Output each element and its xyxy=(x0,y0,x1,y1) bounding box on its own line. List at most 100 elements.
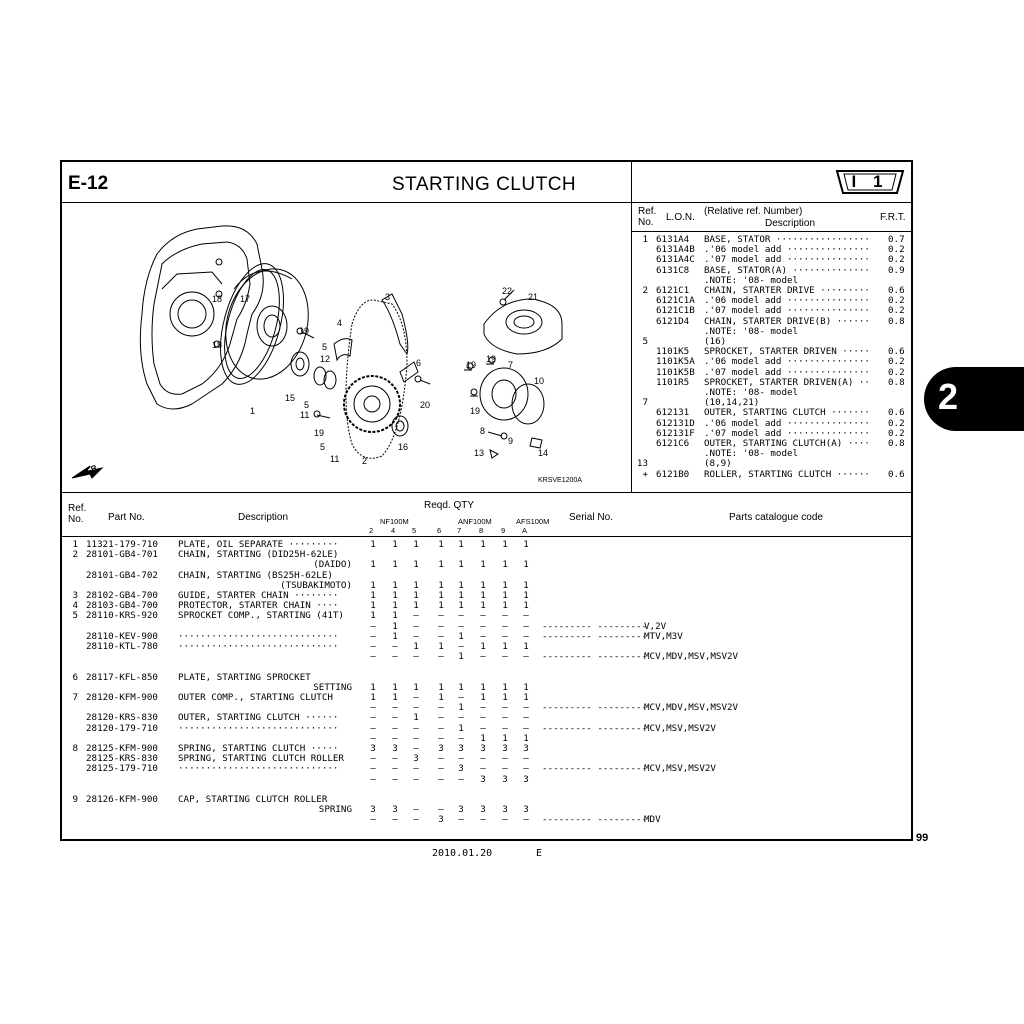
row-qty: 3 xyxy=(480,743,486,754)
row-qty: 1 xyxy=(502,539,508,550)
row-qty: 1 xyxy=(438,539,444,550)
ref-frt: 0.9 xyxy=(888,264,905,276)
row-description: OUTER COMP., STARTING CLUTCH xyxy=(178,692,333,703)
row-qty: – xyxy=(370,753,376,765)
row-qty: – xyxy=(502,722,508,734)
row-qty: 1 xyxy=(480,681,486,693)
parts-header-refno: Ref. No. xyxy=(68,503,87,525)
row-catalogue-code: V,2V xyxy=(644,620,667,632)
ref-lon: 6131A4 xyxy=(656,234,690,245)
row-qty: – xyxy=(458,692,464,703)
row-qty: – xyxy=(502,763,508,775)
row-qty: – xyxy=(413,610,419,622)
ref-row: 6121C1A.'06 model add ···············0.2 xyxy=(634,295,910,307)
row-qty: – xyxy=(370,732,376,744)
row-qty: 1 xyxy=(523,692,529,703)
row-description: SPROCKET COMP., STARTING (41T) xyxy=(178,610,344,622)
row-part-no: 11321-179-710 xyxy=(86,539,158,550)
callout-label: 13 xyxy=(474,448,484,458)
parts-row: –––3––––--------- ---------MDV xyxy=(62,815,822,825)
callout-label: 14 xyxy=(538,448,548,458)
row-description: SPRING, STARTING CLUTCH ····· xyxy=(178,743,339,754)
callout-label: 18 xyxy=(212,340,222,350)
ref-lon: 612131D xyxy=(656,417,695,429)
row-description: ····························· xyxy=(178,630,339,642)
ref-desc: OUTER, STARTING CLUTCH ······· xyxy=(704,407,870,419)
row-qty: – xyxy=(413,814,419,826)
ref-table-divider xyxy=(631,162,632,492)
parts-row: 28120-179-710···························… xyxy=(62,722,822,734)
ref-desc: CHAIN, STARTER DRIVE(B) ······ xyxy=(704,315,870,327)
row-qty: – xyxy=(523,610,529,622)
row-qty: – xyxy=(502,651,508,663)
row-description: ····························· xyxy=(178,641,339,652)
row-part-no: 28101-GB4-702 xyxy=(86,569,158,581)
parts-page-frame: E-12 STARTING CLUTCH I 1 xyxy=(60,160,913,841)
row-qty: – xyxy=(480,610,486,622)
row-qty: – xyxy=(413,630,419,642)
row-qty: 1 xyxy=(438,681,444,693)
row-qty: – xyxy=(458,732,464,744)
row-serial: --------- --------- xyxy=(542,630,648,642)
row-qty: – xyxy=(370,763,376,775)
row-description: PROTECTOR, STARTER CHAIN ···· xyxy=(178,600,339,612)
row-serial: --------- --------- xyxy=(542,814,648,826)
row-qty: 1 xyxy=(502,641,508,652)
row-qty: – xyxy=(438,732,444,744)
row-qty: – xyxy=(438,651,444,663)
row-catalogue-code: MCV,MDV,MSV,MSV2V xyxy=(644,651,739,663)
ref-desc: .'07 model add ··············· xyxy=(704,254,870,266)
row-qty: 1 xyxy=(392,539,398,550)
row-qty: – xyxy=(523,722,529,734)
row-part-no: 28101-GB4-701 xyxy=(86,549,158,561)
ref-desc: .NOTE: '08- model xyxy=(704,325,799,337)
row-catalogue-code: MCV,MSV,MSV2V xyxy=(644,763,716,775)
row-qty: – xyxy=(502,712,508,724)
row-qty: 1 xyxy=(370,681,376,693)
row-qty: – xyxy=(480,763,486,775)
section-tab xyxy=(924,367,1024,431)
ref-desc: CHAIN, STARTER DRIVE ········· xyxy=(704,285,870,296)
ref-lon: 1101R5 xyxy=(656,376,690,388)
row-qty: 1 xyxy=(392,620,398,632)
ref-lon: 6121C6 xyxy=(656,438,690,449)
row-qty: 1 xyxy=(523,590,529,601)
parts-row: ––––1–––--------- ---------MCV,MDV,MSV,M… xyxy=(62,651,822,663)
row-qty: 1 xyxy=(438,579,444,591)
row-qty: – xyxy=(370,712,376,724)
callout-label: 5 xyxy=(320,442,325,452)
row-qty: – xyxy=(413,722,419,734)
footer-letter: E xyxy=(536,848,543,859)
row-description: CHAIN, STARTING (DID25H-62LE) xyxy=(178,549,339,561)
row-qty: 3 xyxy=(370,743,376,754)
row-qty: 1 xyxy=(392,681,398,693)
row-part-no: 28110-KEV-900 xyxy=(86,630,158,642)
ref-desc: .'06 model add ··············· xyxy=(704,244,870,256)
row-qty: 1 xyxy=(392,579,398,591)
row-qty: – xyxy=(458,712,464,724)
row-qty: 3 xyxy=(458,743,464,754)
row-qty: 3 xyxy=(502,743,508,754)
ref-desc: SPROCKET, STARTER DRIVEN(A) ·· xyxy=(704,376,870,388)
row-qty: – xyxy=(413,743,419,754)
ref-frt: 0.8 xyxy=(888,376,905,388)
callout-label: 21 xyxy=(528,292,538,302)
row-qty: 1 xyxy=(413,641,419,652)
row-part-no: 28125-KFM-900 xyxy=(86,743,158,754)
row-qty: – xyxy=(523,763,529,775)
row-qty: – xyxy=(392,773,398,785)
row-qty: – xyxy=(438,610,444,622)
ref-desc: .'06 model add ··············· xyxy=(704,356,870,368)
parts-header-catalogue: Parts catalogue code xyxy=(729,512,823,523)
ref-lon: 6121C1A xyxy=(656,295,695,307)
row-qty: 3 xyxy=(413,753,419,765)
row-qty: 1 xyxy=(523,681,529,693)
row-qty: 1 xyxy=(502,732,508,744)
ref-row: 7(10,14,21) xyxy=(634,397,910,408)
ref-row: 6121C1B.'07 model add ···············0.2 xyxy=(634,306,910,316)
ref-no: + xyxy=(642,468,648,480)
